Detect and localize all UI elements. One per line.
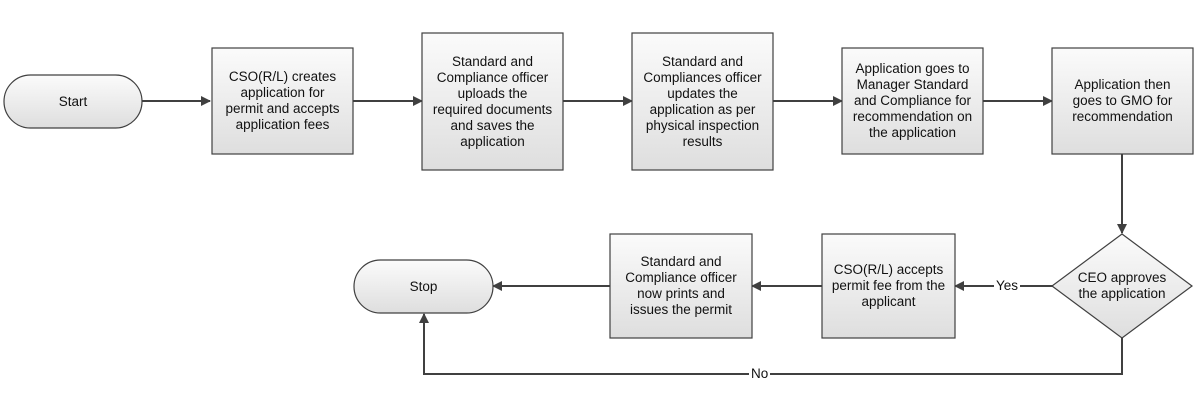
edge-decision-no-to-stop — [419, 313, 1123, 375]
step7-box — [609, 233, 753, 339]
edge-yes-label: Yes — [994, 278, 1021, 294]
step2-box — [421, 32, 564, 171]
step6-box — [821, 233, 956, 339]
start-terminator — [3, 74, 143, 129]
decision-diamond — [1050, 233, 1194, 339]
edge-no-label: No — [749, 366, 771, 382]
step3-box — [631, 32, 774, 171]
step4-box — [841, 47, 984, 155]
stop-terminator — [353, 259, 494, 314]
step1-box — [211, 47, 354, 155]
step5-box — [1051, 47, 1194, 155]
